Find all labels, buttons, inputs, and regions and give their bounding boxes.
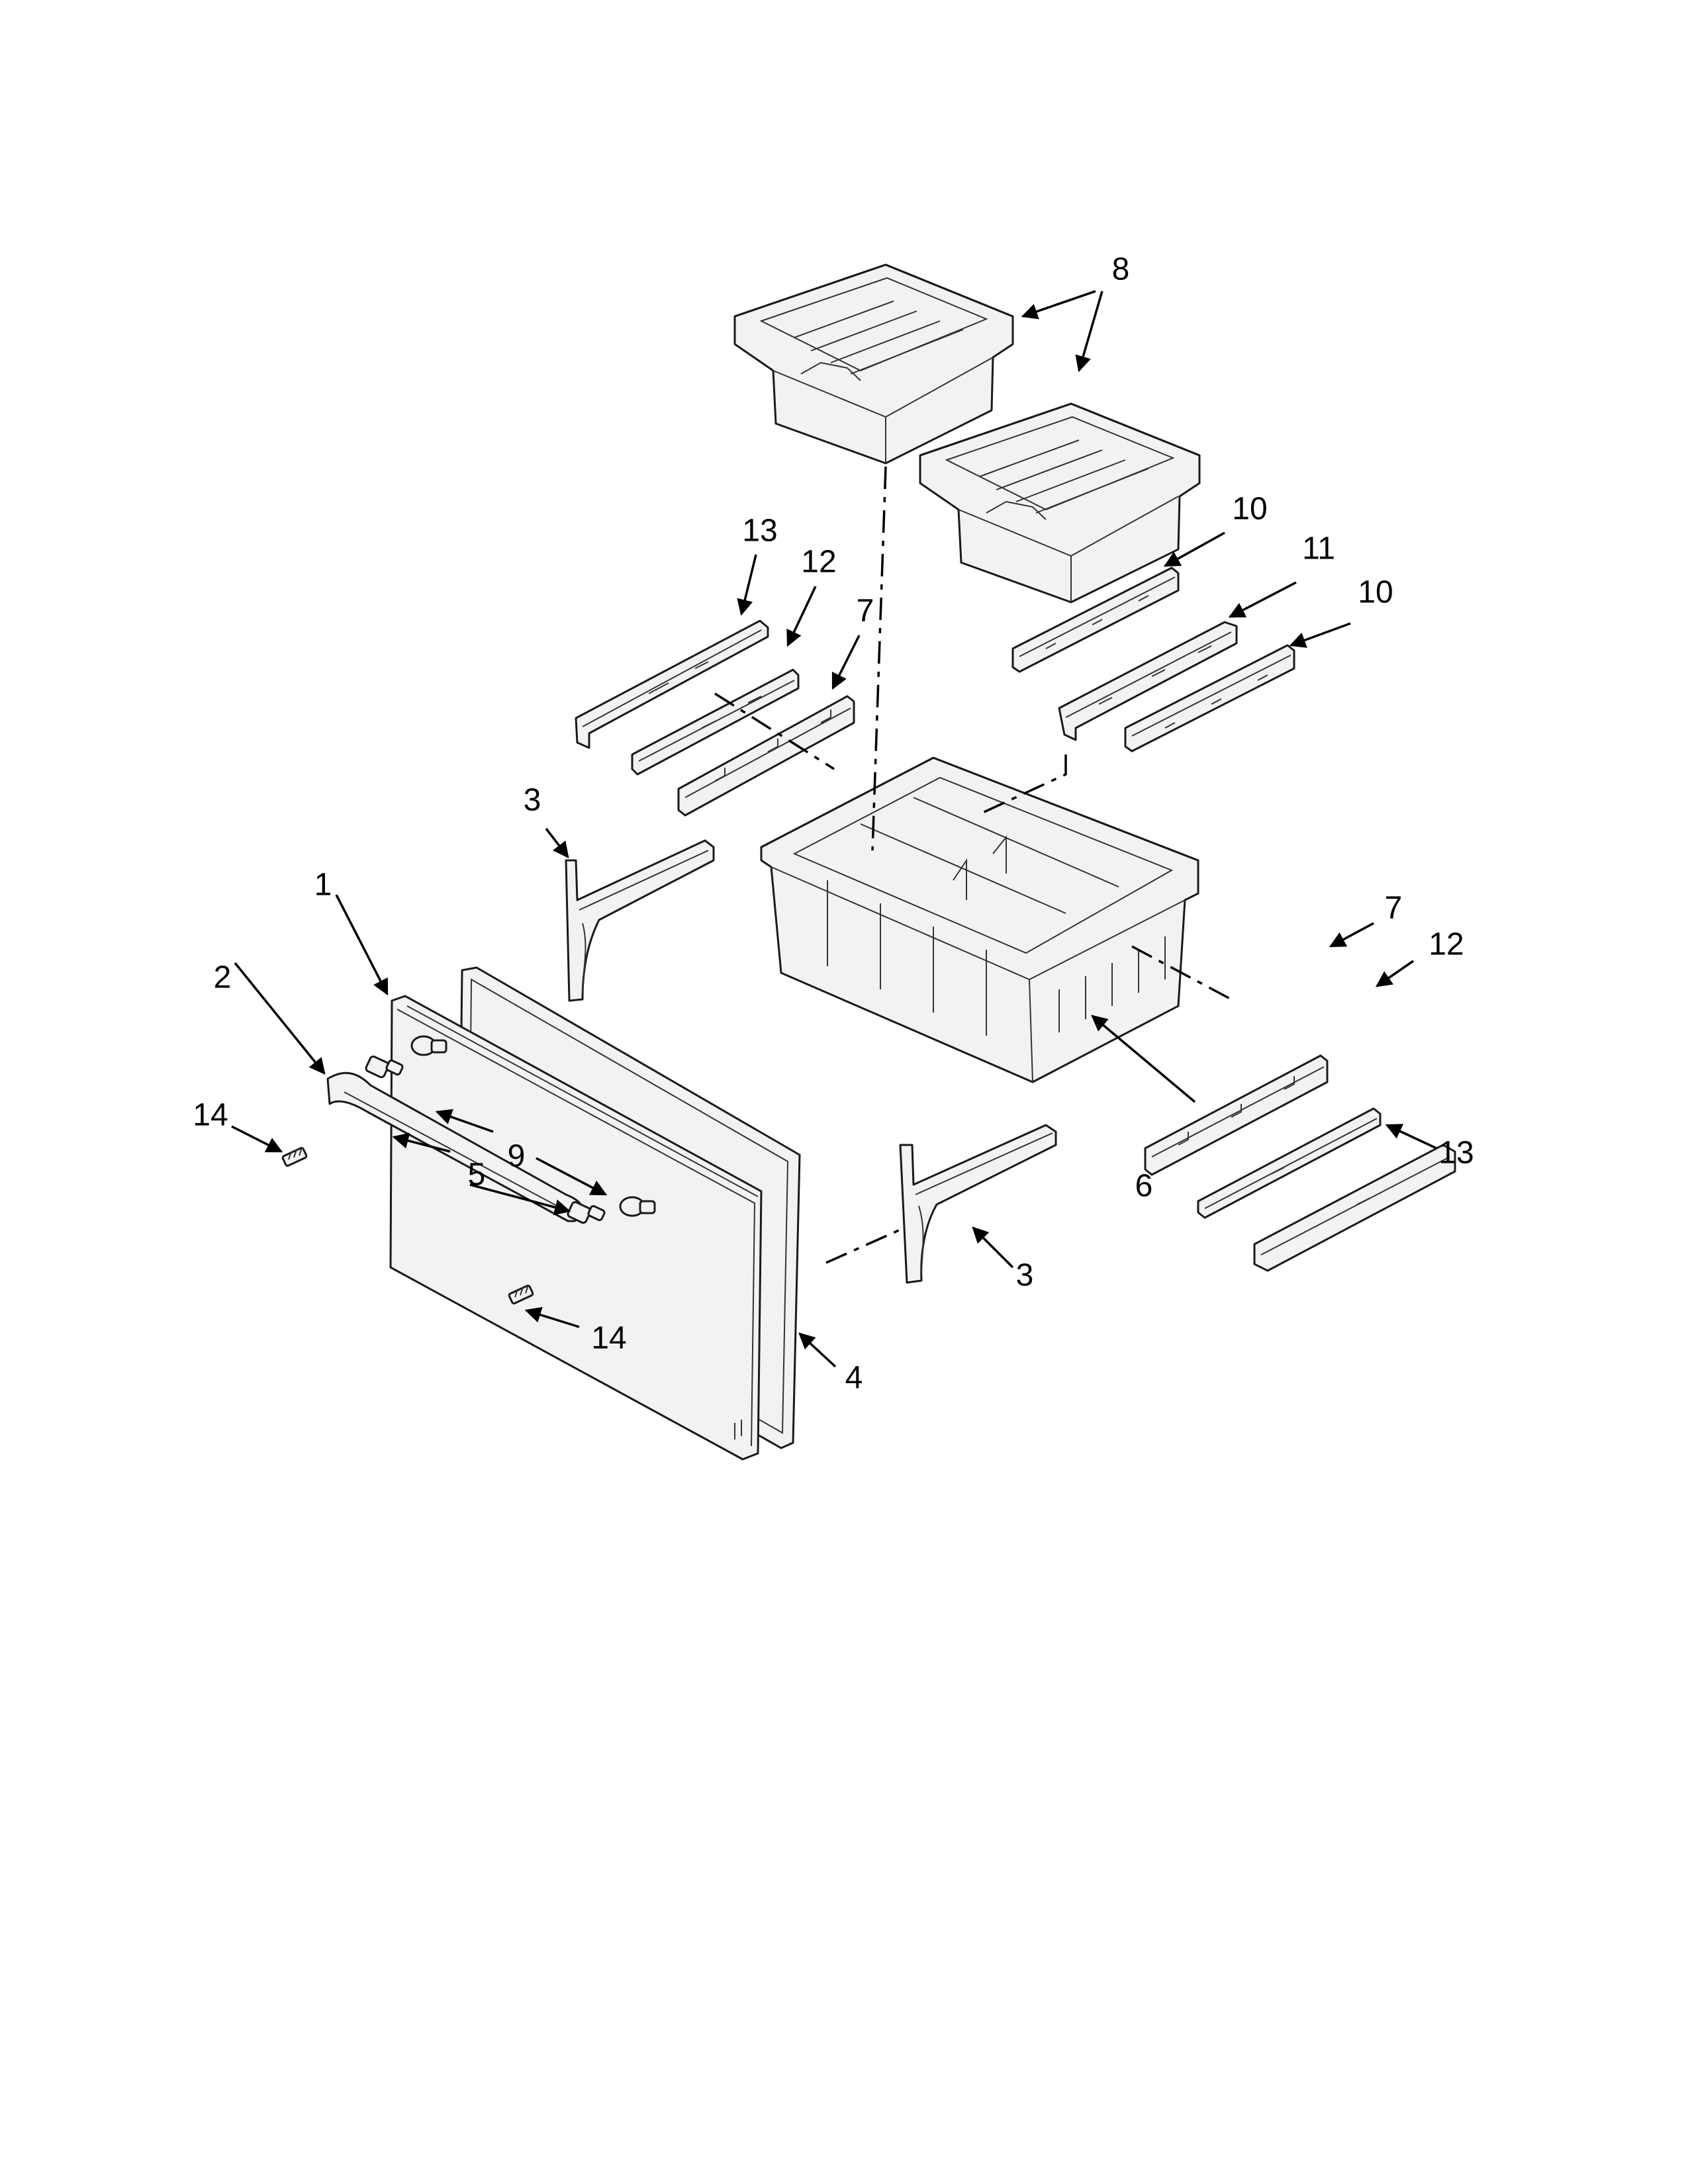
slide-support-right-upper[interactable] (1011, 567, 1180, 673)
alignment-line-right-slides (979, 754, 1067, 815)
upper-basket-left[interactable] (733, 263, 1014, 465)
handle-mount-cap-lower[interactable] (619, 1196, 656, 1217)
callout-14: 14 (193, 1098, 228, 1133)
callout-3: 3 (524, 783, 541, 818)
screw-upper[interactable] (281, 1147, 308, 1167)
callout-4: 4 (845, 1361, 863, 1396)
alignment-line-basket (871, 466, 887, 851)
callout-10: 10 (1358, 575, 1393, 610)
callout-9: 9 (508, 1139, 526, 1174)
drawer-bracket-right[interactable] (899, 1124, 1057, 1284)
slide-rail-left[interactable] (631, 668, 800, 776)
callout-14: 14 (591, 1321, 626, 1356)
callout-11: 11 (1302, 531, 1335, 567)
callout-13: 13 (1438, 1136, 1474, 1171)
alignment-line-right-lower (1131, 945, 1232, 1001)
callout-3: 3 (1016, 1258, 1034, 1293)
handle-mount-stud-lower[interactable] (567, 1201, 606, 1224)
handle-mount-stud-upper[interactable] (365, 1055, 404, 1079)
leader-lines (231, 290, 1437, 1368)
slide-bracket-right[interactable] (1058, 621, 1238, 741)
drawer-door[interactable] (389, 995, 763, 1461)
screw-lower[interactable] (508, 1285, 534, 1304)
callout-10: 10 (1232, 492, 1267, 527)
callout-7: 7 (857, 594, 874, 629)
callout-2: 2 (214, 960, 232, 995)
handle-mount-cap-upper[interactable] (410, 1035, 447, 1056)
slide-rail-right[interactable] (1197, 1107, 1382, 1219)
slide-cover-right[interactable] (1253, 1144, 1456, 1272)
callout-7: 7 (1385, 891, 1403, 926)
callout-8: 8 (1112, 252, 1130, 287)
drawer-bracket-left[interactable] (565, 839, 715, 1002)
slide-cover-left[interactable] (575, 619, 769, 749)
slide-support-right-lower[interactable] (1124, 644, 1295, 752)
slide-left-upper[interactable] (677, 695, 855, 817)
upper-basket-right[interactable] (919, 402, 1201, 604)
slide-right-lower[interactable] (1144, 1054, 1329, 1176)
freezer-basket[interactable] (760, 756, 1199, 1083)
callout-1: 1 (314, 868, 332, 903)
callout-13: 13 (742, 514, 777, 549)
callout-6: 6 (1135, 1169, 1153, 1204)
alignment-line-door (825, 1228, 901, 1264)
callout-12: 12 (1429, 927, 1464, 962)
callout-5: 5 (468, 1158, 486, 1193)
callout-12: 12 (801, 545, 836, 580)
